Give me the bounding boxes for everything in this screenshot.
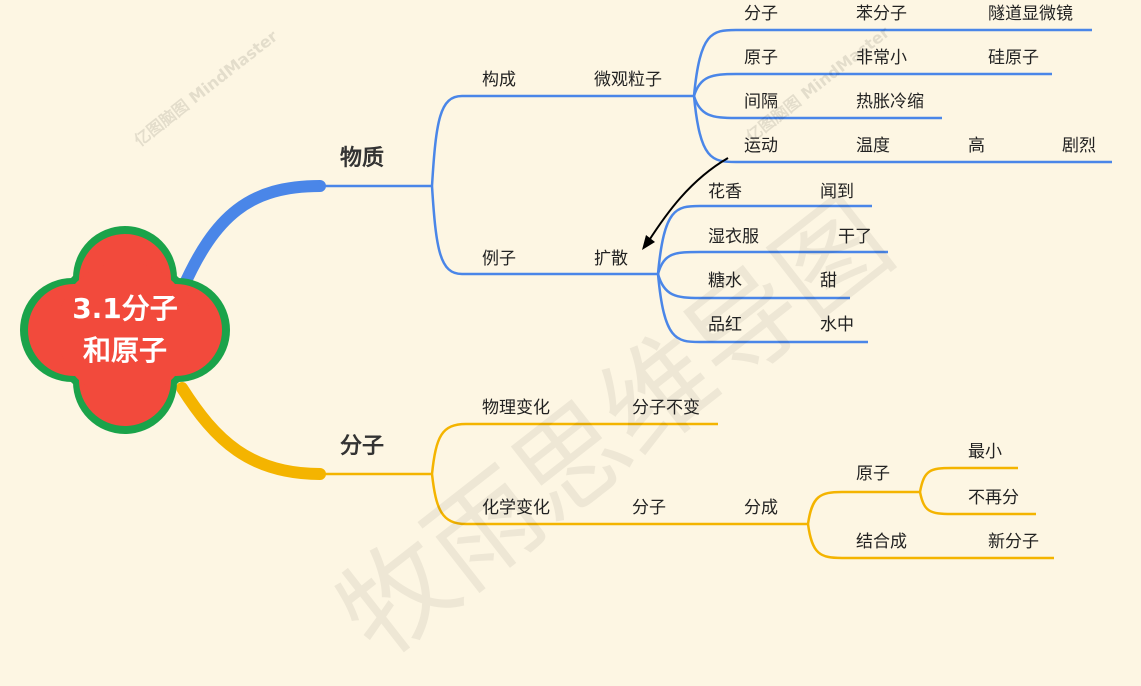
node-comp-r1c0[interactable]: 原子 — [744, 48, 778, 68]
central-topic-line1: 3.1分子 — [72, 292, 178, 325]
branch-connector-matter — [176, 180, 326, 296]
node-comp-r1c2[interactable]: 硅原子 — [988, 48, 1039, 68]
node-micro-particle[interactable]: 微观粒子 — [594, 70, 662, 90]
node-comp-r0c1[interactable]: 苯分子 — [856, 4, 907, 24]
node-combine[interactable]: 结合成 — [856, 532, 907, 552]
node-atom[interactable]: 原子 — [856, 464, 890, 484]
node-ex-r3c1[interactable]: 水中 — [820, 315, 854, 335]
node-comp-r2c1[interactable]: 热胀冷缩 — [856, 92, 924, 112]
node-composition[interactable]: 构成 — [482, 70, 516, 90]
central-topic-line2: 和原子 — [82, 334, 167, 367]
node-comp-r3c2[interactable]: 高 — [968, 136, 985, 156]
node-new-molecule[interactable]: 新分子 — [988, 532, 1039, 552]
node-ex-r3c0[interactable]: 品红 — [708, 315, 742, 335]
node-comp-r3c1[interactable]: 温度 — [856, 136, 890, 156]
node-comp-r3c0[interactable]: 运动 — [744, 136, 778, 156]
node-ex-r2c1[interactable]: 甜 — [820, 271, 837, 291]
node-split[interactable]: 分成 — [744, 498, 778, 518]
matter-subbranches — [430, 28, 1112, 344]
node-ex-r1c1[interactable]: 干了 — [838, 227, 872, 247]
molecule-subbranches — [430, 422, 1054, 560]
mindmap-connectors — [20, 28, 1112, 560]
arrowhead — [642, 235, 655, 250]
node-atom-smallest[interactable]: 最小 — [968, 442, 1002, 462]
node-comp-r0c2[interactable]: 隧道显微镜 — [988, 4, 1073, 24]
node-molecule-unchanged[interactable]: 分子不变 — [632, 398, 700, 418]
node-ex-r2c0[interactable]: 糖水 — [708, 271, 742, 291]
relation-arrow — [647, 157, 729, 243]
node-comp-r2c0[interactable]: 间隔 — [744, 92, 778, 112]
node-chem-molecule[interactable]: 分子 — [632, 498, 666, 518]
node-chemical-change[interactable]: 化学变化 — [482, 498, 550, 518]
node-ex-r0c1[interactable]: 闻到 — [820, 182, 854, 202]
node-diffusion[interactable]: 扩散 — [594, 249, 628, 269]
branch-connector-molecule — [176, 382, 326, 480]
central-topic[interactable]: 3.1分子 和原子 — [40, 288, 210, 372]
branch-matter-title[interactable]: 物质 — [340, 146, 385, 171]
node-comp-r1c1[interactable]: 非常小 — [856, 48, 907, 68]
node-comp-r3c3[interactable]: 剧烈 — [1062, 136, 1096, 156]
node-ex-r1c0[interactable]: 湿衣服 — [708, 227, 759, 247]
central-flower-shape — [20, 226, 230, 434]
node-atom-indivisible[interactable]: 不再分 — [968, 488, 1019, 508]
node-physical-change[interactable]: 物理变化 — [482, 398, 550, 418]
node-ex-r0c0[interactable]: 花香 — [708, 182, 742, 202]
node-comp-r0c0[interactable]: 分子 — [744, 4, 778, 24]
node-example[interactable]: 例子 — [482, 249, 516, 269]
branch-molecule-title[interactable]: 分子 — [340, 434, 385, 459]
